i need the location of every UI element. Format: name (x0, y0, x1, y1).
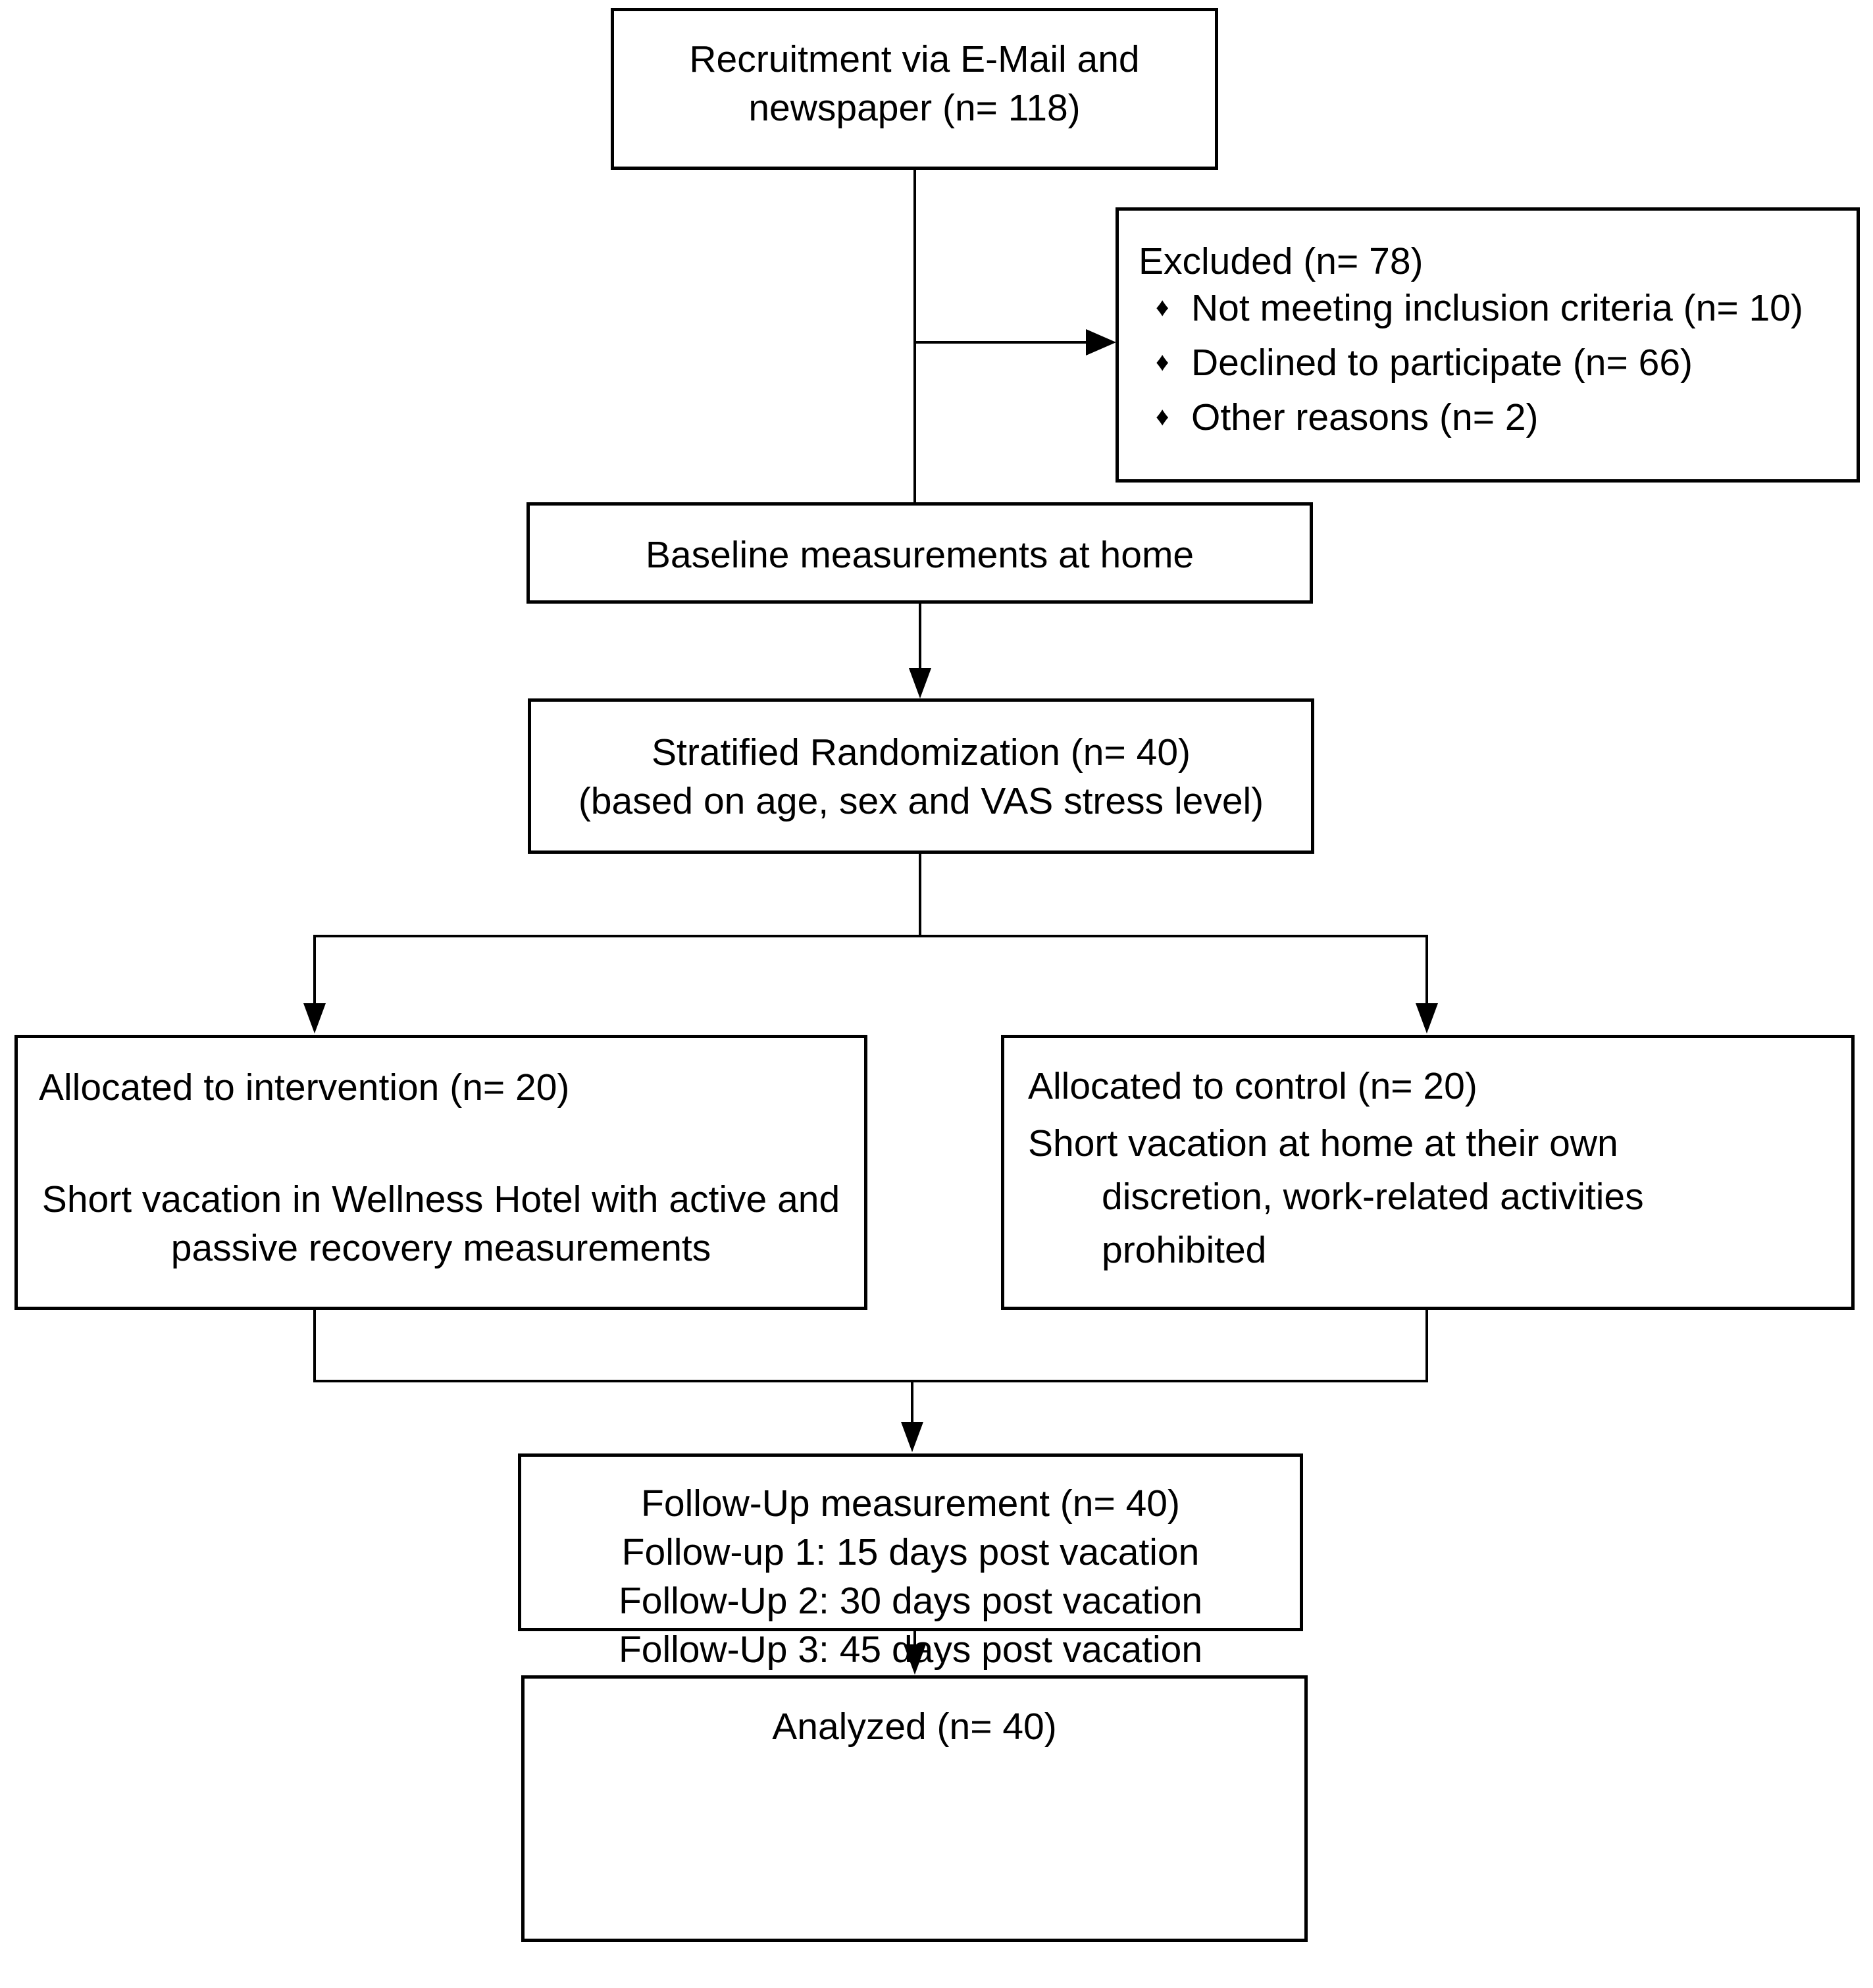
connector-recruitment-to-baseline (913, 170, 916, 504)
followup-text: Follow-Up measurement (n= 40) Follow-up … (618, 1482, 1203, 1671)
diamond-bullet-icon: ♦ (1156, 293, 1169, 322)
connector-split-bar (313, 935, 1428, 937)
arrowhead-to-randomization (909, 668, 931, 698)
node-excluded: Excluded (n= 78) ♦ Not meeting inclusion… (1116, 207, 1860, 483)
intervention-allocation-label: Allocated to intervention (n= 20) (39, 1066, 570, 1109)
excluded-reason-label: Not meeting inclusion criteria (n= 10) (1191, 287, 1803, 329)
connector-randomization-stem (919, 854, 921, 936)
connector-merge-right (1425, 1310, 1428, 1382)
control-description: Short vacation at home at their own disc… (1028, 1117, 1829, 1277)
diamond-bullet-icon: ♦ (1156, 348, 1169, 377)
baseline-text: Baseline measurements at home (645, 534, 1194, 576)
control-description-line-1: Short vacation at home at their own (1028, 1122, 1618, 1164)
node-followup-measurement: Follow-Up measurement (n= 40) Follow-up … (518, 1453, 1303, 1671)
connector-followup-to-analyzed (913, 1631, 916, 1647)
arrowhead-to-control (1416, 1003, 1438, 1033)
connector-merge-bar (313, 1380, 1428, 1382)
recruitment-text: Recruitment via E-Mail and newspaper (n=… (689, 38, 1140, 130)
control-description-line-3: prohibited (1102, 1228, 1267, 1271)
connector-to-excluded (913, 341, 1087, 344)
excluded-title: Excluded (n= 78) (1139, 240, 1424, 282)
connector-merge-left (313, 1310, 316, 1382)
arrowhead-to-analyzed (904, 1644, 926, 1675)
list-item: ♦ Not meeting inclusion criteria (n= 10) (1156, 290, 1857, 327)
excluded-reason-list: ♦ Not meeting inclusion criteria (n= 10)… (1119, 290, 1857, 454)
excluded-reason-label: Other reasons (n= 2) (1191, 396, 1539, 438)
control-allocation-label: Allocated to control (n= 20) (1028, 1065, 1477, 1107)
connector-split-right (1425, 935, 1428, 1005)
node-recruitment: Recruitment via E-Mail and newspaper (n=… (611, 8, 1218, 170)
excluded-reason-label: Declined to participate (n= 66) (1191, 342, 1693, 384)
arrowhead-to-intervention (303, 1003, 326, 1033)
node-allocated-control: Allocated to control (n= 20) Short vacat… (1001, 1035, 1855, 1310)
connector-merge-to-followup (911, 1380, 913, 1425)
node-baseline-measurements: Baseline measurements at home (526, 502, 1313, 604)
list-item: ♦ Declined to participate (n= 66) (1156, 344, 1857, 382)
list-item: ♦ Other reasons (n= 2) (1156, 399, 1857, 436)
node-stratified-randomization: Stratified Randomization (n= 40) (based … (528, 698, 1314, 854)
intervention-description: Short vacation in Wellness Hotel with ac… (41, 1178, 840, 1270)
node-allocated-intervention: Allocated to intervention (n= 20) Short … (14, 1035, 867, 1310)
control-description-line-2: discretion, work-related activities (1102, 1175, 1644, 1218)
randomization-text: Stratified Randomization (n= 40) (based … (578, 731, 1264, 823)
analyzed-text: Analyzed (n= 40) (772, 1706, 1057, 1748)
node-analyzed: Analyzed (n= 40) (521, 1675, 1308, 1942)
connector-split-left (313, 935, 316, 1005)
arrowhead-to-excluded (1086, 329, 1116, 355)
connector-baseline-to-randomization (919, 604, 921, 669)
arrowhead-to-followup (901, 1422, 923, 1452)
diamond-bullet-icon: ♦ (1156, 402, 1169, 431)
